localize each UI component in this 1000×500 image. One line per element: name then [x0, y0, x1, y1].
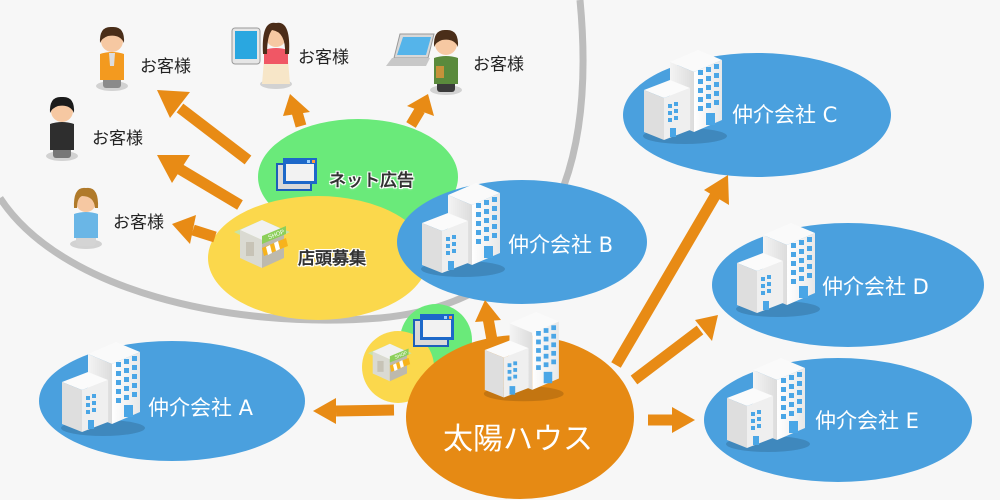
mini-browser-icon [413, 313, 455, 347]
arrow-to-agency-c [611, 175, 729, 368]
arrow-to-agency-d [630, 315, 718, 385]
arrow-to-agency-e [648, 407, 695, 433]
arrow-to-customer-tablet [283, 94, 310, 128]
tablet-icon [231, 27, 261, 65]
agency-c-label: 仲介会社 C [732, 103, 838, 127]
arrow-to-customer-black [157, 155, 243, 210]
person-black-icon [46, 96, 78, 161]
agency-d-label: 仲介会社 D [822, 275, 929, 299]
net-ad-label: ネット広告 [329, 171, 414, 191]
customer-label-black: お客様 [92, 129, 143, 149]
agency-e-label: 仲介会社 E [815, 409, 919, 433]
customer-label-blue: お客様 [113, 213, 164, 233]
center-company-label: 太陽ハウス [443, 422, 593, 457]
person-blue-icon [70, 187, 102, 249]
arrow-to-customer-orange [157, 90, 252, 165]
center-company-ellipse [406, 335, 634, 499]
storefront-label: 店頭募集 [298, 249, 366, 269]
customer-label-tablet: お客様 [298, 48, 349, 68]
customer-label-laptop: お客様 [473, 55, 524, 75]
arrow-to-customer-laptop [406, 94, 434, 128]
laptop-icon [386, 33, 435, 66]
customer-label-orange: お客様 [140, 57, 191, 77]
agency-a-label: 仲介会社 A [148, 396, 254, 420]
arrow-to-agency-b [475, 300, 501, 341]
arrow-to-customer-blue [172, 215, 217, 244]
person-orange-icon [96, 26, 128, 91]
agency-b-label: 仲介会社 B [508, 233, 614, 257]
customer-market-boundary-arc [0, 0, 587, 324]
arrow-to-agency-a [313, 398, 395, 424]
net-ad-browser-icon [276, 157, 318, 191]
person-laptop-icon [430, 29, 462, 95]
person-tablet-icon [260, 22, 292, 89]
